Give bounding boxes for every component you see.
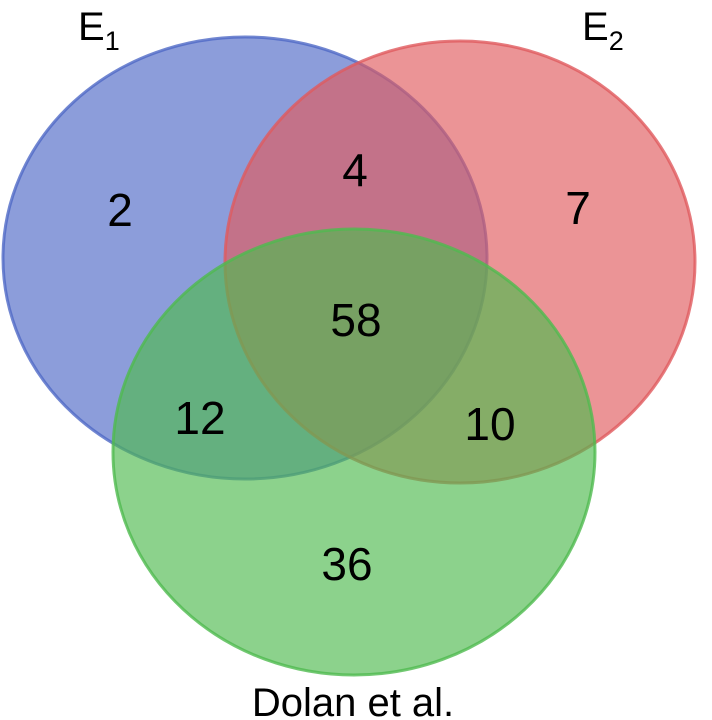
label-dolan: Dolan et al. [252,681,454,720]
circle-dolan [111,227,597,677]
count-dolan-only: 36 [321,538,372,590]
count-e1-e2: 4 [342,144,368,196]
count-e2-dolan: 10 [464,398,515,450]
label-e2: E2 [582,5,624,56]
label-e1: E1 [78,5,120,56]
count-e1-dolan: 12 [174,392,225,444]
count-all-three: 58 [330,294,381,346]
count-e2-only: 7 [565,182,591,234]
count-e1-only: 2 [107,184,133,236]
